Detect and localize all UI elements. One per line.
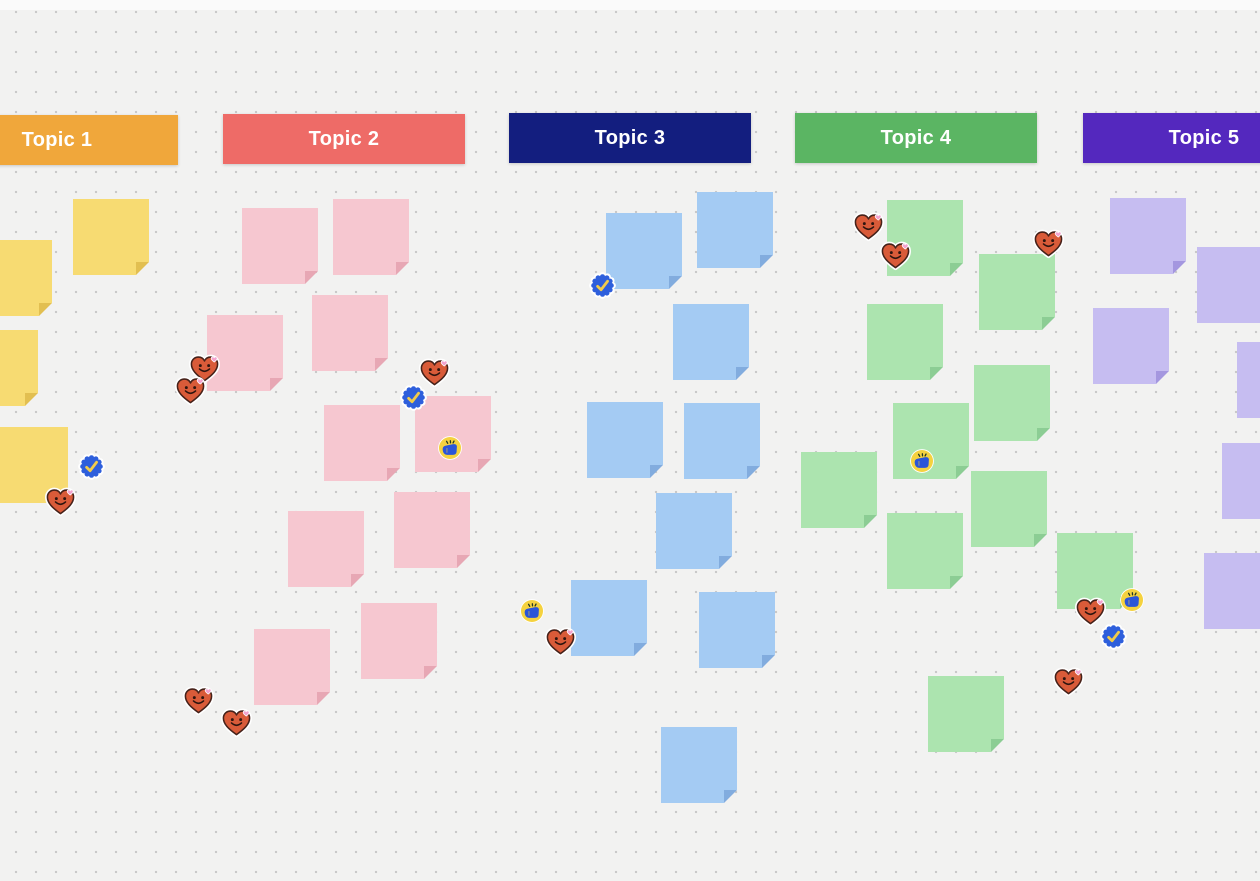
sticky-note-purple[interactable] <box>1222 443 1260 519</box>
sticky-note-purple[interactable] <box>1093 308 1169 384</box>
sticky-note-blue[interactable] <box>673 304 749 380</box>
sticky-note-blue[interactable] <box>571 580 647 656</box>
topic-header-label: Topic 4 <box>880 126 952 149</box>
sticky-note-pink[interactable] <box>254 629 330 705</box>
sticky-note-yellow[interactable] <box>0 330 38 406</box>
sticky-note-blue[interactable] <box>697 192 773 268</box>
topic-header-label: Topic 3 <box>594 126 666 149</box>
sticky-note-pink[interactable] <box>312 295 388 371</box>
clap-stamp-icon[interactable] <box>908 447 936 475</box>
sticky-note-pink[interactable] <box>394 492 470 568</box>
canvas-top-strip <box>0 0 1260 10</box>
sticky-note-blue[interactable] <box>656 493 732 569</box>
check-stamp-icon[interactable] <box>78 453 105 480</box>
clap-stamp-icon[interactable] <box>1118 586 1146 614</box>
topic-header-label: Topic 5 <box>1168 126 1240 149</box>
heart-stamp-icon[interactable] <box>880 240 911 271</box>
sticky-note-pink[interactable] <box>324 405 400 481</box>
clap-stamp-icon[interactable] <box>518 597 546 625</box>
heart-stamp-icon[interactable] <box>45 486 76 517</box>
heart-stamp-icon[interactable] <box>1053 666 1084 697</box>
sticky-note-pink[interactable] <box>242 208 318 284</box>
topic-header-label: Topic 1 <box>21 128 93 151</box>
topic-header-3[interactable]: Topic 3 <box>509 113 751 163</box>
sticky-note-green[interactable] <box>1057 533 1133 609</box>
sticky-note-blue[interactable] <box>699 592 775 668</box>
sticky-note-green[interactable] <box>974 365 1050 441</box>
sticky-note-purple[interactable] <box>1197 247 1260 323</box>
sticky-note-purple[interactable] <box>1204 553 1260 629</box>
sticky-note-pink[interactable] <box>361 603 437 679</box>
sticky-note-green[interactable] <box>971 471 1047 547</box>
sticky-note-green[interactable] <box>867 304 943 380</box>
sticky-note-pink[interactable] <box>288 511 364 587</box>
topic-header-2[interactable]: Topic 2 <box>223 114 465 164</box>
heart-stamp-icon[interactable] <box>853 211 884 242</box>
sticky-note-green[interactable] <box>801 452 877 528</box>
topic-header-5[interactable]: Topic 5 <box>1083 113 1260 163</box>
sticky-note-yellow[interactable] <box>73 199 149 275</box>
check-stamp-icon[interactable] <box>1100 623 1127 650</box>
sticky-note-blue[interactable] <box>587 402 663 478</box>
sticky-note-green[interactable] <box>928 676 1004 752</box>
check-stamp-icon[interactable] <box>589 272 616 299</box>
clap-stamp-icon[interactable] <box>436 434 464 462</box>
sticky-note-green[interactable] <box>887 513 963 589</box>
sticky-note-blue[interactable] <box>661 727 737 803</box>
heart-stamp-icon[interactable] <box>183 685 214 716</box>
heart-stamp-icon[interactable] <box>175 375 206 406</box>
heart-stamp-icon[interactable] <box>221 707 252 738</box>
sticky-note-pink[interactable] <box>333 199 409 275</box>
sticky-note-pink[interactable] <box>207 315 283 391</box>
check-stamp-icon[interactable] <box>400 384 427 411</box>
sticky-note-purple[interactable] <box>1110 198 1186 274</box>
sticky-note-blue[interactable] <box>606 213 682 289</box>
heart-stamp-icon[interactable] <box>545 626 576 657</box>
topic-header-4[interactable]: Topic 4 <box>795 113 1037 163</box>
sticky-note-yellow[interactable] <box>0 240 52 316</box>
sticky-note-purple[interactable] <box>1237 342 1260 418</box>
topic-header-1[interactable]: Topic 1 <box>0 115 178 165</box>
sticky-note-blue[interactable] <box>684 403 760 479</box>
topic-header-label: Topic 2 <box>308 127 380 150</box>
sticky-note-green[interactable] <box>979 254 1055 330</box>
heart-stamp-icon[interactable] <box>1033 228 1064 259</box>
